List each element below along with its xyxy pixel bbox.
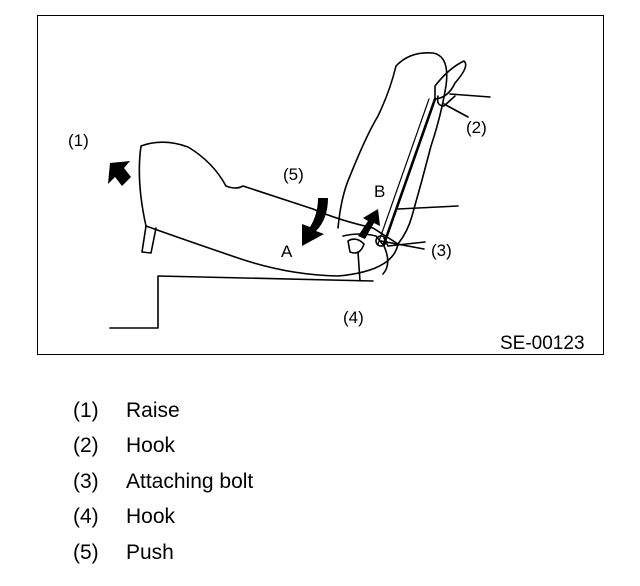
legend-item: (4) Hook (73, 500, 253, 536)
arrow-label-a: A (281, 242, 293, 261)
callout-1: (1) (68, 131, 89, 150)
recliner-body (342, 233, 389, 275)
arrow-label-b: B (374, 182, 385, 201)
callout-5: (5) (283, 165, 304, 184)
legend-number: (1) (73, 398, 99, 422)
legend-label: Push (126, 540, 174, 564)
legend-list: (1) Raise (2) Hook (3) Attaching bolt (4… (73, 393, 253, 571)
floor-outline (109, 275, 374, 329)
seat-diagram: (1) (2) (3) (4) (5) A B SE-00123 (68, 51, 585, 354)
attaching-bolt (375, 235, 387, 247)
legend-label: Hook (126, 434, 176, 458)
legend-item: (5) Push (73, 535, 253, 571)
legend-item: (2) Hook (73, 429, 253, 465)
seat-cushion (138, 141, 399, 277)
legend-number: (3) (73, 469, 99, 493)
legend-label: Hook (126, 505, 176, 529)
raise-arrow-1 (108, 161, 131, 186)
lower-hook (347, 238, 365, 254)
legend-number: (5) (73, 540, 99, 564)
lift-arrow-b (358, 209, 380, 239)
seat-leg (141, 225, 157, 254)
seat-back (337, 51, 448, 245)
legend-number: (2) (73, 434, 99, 458)
figure-frame: (1) (2) (3) (4) (5) A B SE-00123 (37, 15, 604, 355)
release-cable (382, 97, 437, 246)
callout-2: (2) (466, 118, 487, 137)
legend-label: Attaching bolt (126, 469, 254, 493)
callout-3: (3) (431, 241, 452, 260)
upper-hook (434, 60, 467, 100)
callout-4: (4) (343, 308, 364, 327)
legend-item: (1) Raise (73, 393, 253, 429)
push-arrow-5 (302, 198, 328, 246)
legend-number: (4) (73, 505, 99, 529)
figure-id: SE-00123 (500, 333, 585, 354)
legend-label: Raise (126, 398, 180, 422)
legend-item: (3) Attaching bolt (73, 464, 253, 500)
